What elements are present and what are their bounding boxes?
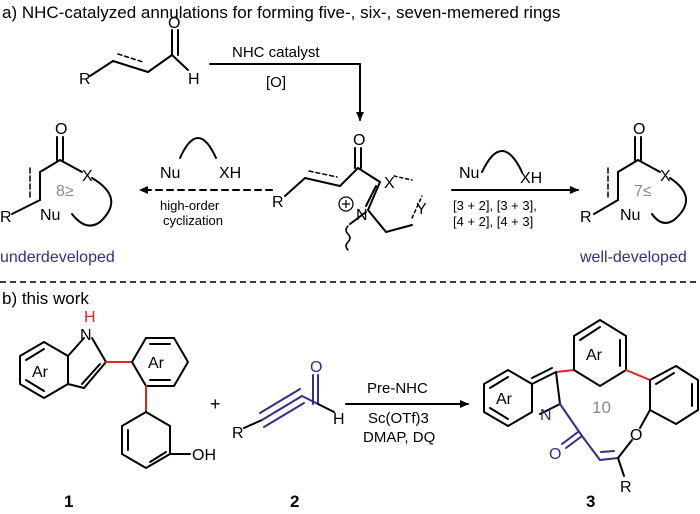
compound-3-R: R (620, 479, 632, 496)
left-ring-Nu: Nu (40, 207, 60, 224)
acyl-azolium-structure (284, 147, 423, 251)
left-ring-O: O (55, 121, 67, 138)
compound-2-O: O (310, 359, 322, 376)
section-b-title: b) this work (2, 289, 89, 308)
compound-1-Ar-benzo: Ar (32, 364, 49, 381)
azolium-X: X (384, 175, 395, 192)
azolium-Y: Y (416, 201, 427, 218)
condition-pre-nhc: Pre-NHC (367, 380, 428, 397)
compound-3-Ar-top: Ar (586, 347, 603, 364)
left-XH: XH (219, 165, 241, 182)
left-ring-R: R (0, 209, 12, 226)
right-ring-X: X (660, 168, 671, 185)
condition-dmap-dq: DMAP, DQ (363, 429, 435, 446)
enal-H: H (188, 71, 200, 88)
section-a-title: a) NHC-catalyzed annulations for forming… (2, 3, 560, 22)
enal-O: O (168, 15, 180, 32)
compound-3-N: N (540, 407, 552, 424)
right-ring-R: R (580, 209, 592, 226)
condition-scandium: Sc(OTf)3 (368, 410, 429, 427)
left-Nu: Nu (160, 165, 180, 182)
right-ring-product (593, 136, 687, 224)
right-XH: XH (520, 170, 542, 187)
compound-1-N: N (80, 327, 92, 344)
oxidant-label: [O] (266, 74, 286, 91)
enal-R: R (79, 71, 91, 88)
right-Nu: Nu (459, 165, 479, 182)
compound-2-H: H (333, 411, 345, 428)
compound-1-OH: OH (192, 447, 216, 464)
well-developed-caption: well-developed (579, 249, 687, 266)
right-arrow-label-2: [4 + 2], [4 + 3] (453, 214, 533, 229)
left-nucleophile-arc (179, 137, 217, 159)
compound-2-structure (243, 374, 335, 429)
compound-1-number: 1 (64, 492, 73, 511)
left-ring-X: X (82, 168, 93, 185)
left-arrow-label-1: high-order (160, 198, 220, 213)
left-ring-size: 8≥ (56, 183, 74, 200)
enal-structure (89, 29, 189, 77)
underdeveloped-caption: underdeveloped (0, 249, 115, 266)
compound-3-O-ether: O (630, 427, 642, 444)
left-arrow-label-2: cyclization (163, 213, 223, 228)
right-ring-O: O (633, 121, 645, 138)
nhc-catalyst-label: NHC catalyst (232, 44, 320, 61)
plus-sign: + (210, 394, 221, 414)
compound-1-Ar-aryl: Ar (148, 355, 165, 372)
compound-3-ring-size: 10 (592, 398, 611, 417)
compound-3-number: 3 (586, 492, 595, 511)
azolium-R: R (272, 194, 284, 211)
right-ring-Nu: Nu (620, 207, 640, 224)
compound-2-number: 2 (290, 492, 299, 511)
right-nucleophile-arc (481, 150, 523, 173)
compound-1-structure (19, 337, 191, 469)
right-ring-size: 7≤ (634, 183, 652, 200)
azolium-O: O (353, 132, 365, 149)
compound-3-O-carbonyl: O (549, 446, 561, 463)
top-reaction-arrow (209, 63, 364, 121)
compound-1-H: H (84, 309, 96, 326)
azolium-N: N (356, 207, 368, 224)
compound-2-R: R (232, 425, 244, 442)
compound-3-Ar-benzo: Ar (496, 391, 513, 408)
right-arrow-label-1: [3 + 2], [3 + 3], (453, 198, 537, 213)
left-ring-product (11, 136, 113, 227)
compound-3-structure (483, 319, 699, 477)
